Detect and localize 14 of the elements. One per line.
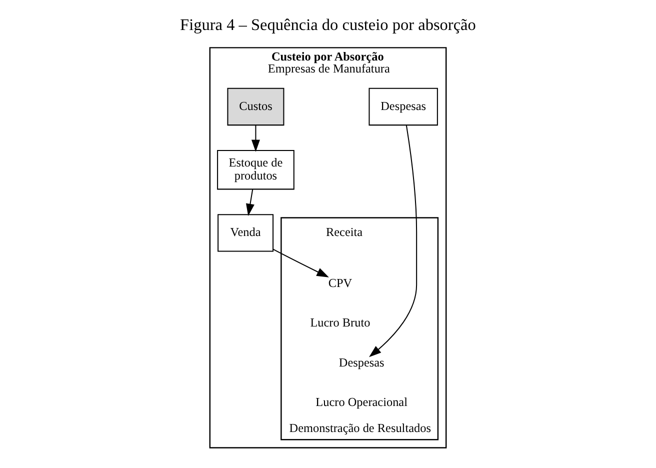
arrow bbox=[369, 124, 418, 357]
node-box: Custos bbox=[227, 87, 284, 126]
caption: Figura 4 – Sequência do custeio por absorção bbox=[180, 14, 476, 34]
arrow bbox=[272, 248, 329, 277]
node-text: Despesas bbox=[338, 354, 384, 369]
node-box: Venda bbox=[218, 214, 274, 252]
node-box: Estoque de produtos bbox=[217, 150, 294, 190]
arrow bbox=[251, 124, 260, 152]
node-text: CPV bbox=[328, 276, 352, 290]
node-box: Despesas bbox=[368, 87, 438, 126]
node-text: Lucro Bruto bbox=[310, 315, 370, 330]
node-text: Receita bbox=[326, 224, 363, 239]
arrow bbox=[246, 188, 254, 216]
node-text: Lucro Operacional bbox=[316, 394, 408, 409]
